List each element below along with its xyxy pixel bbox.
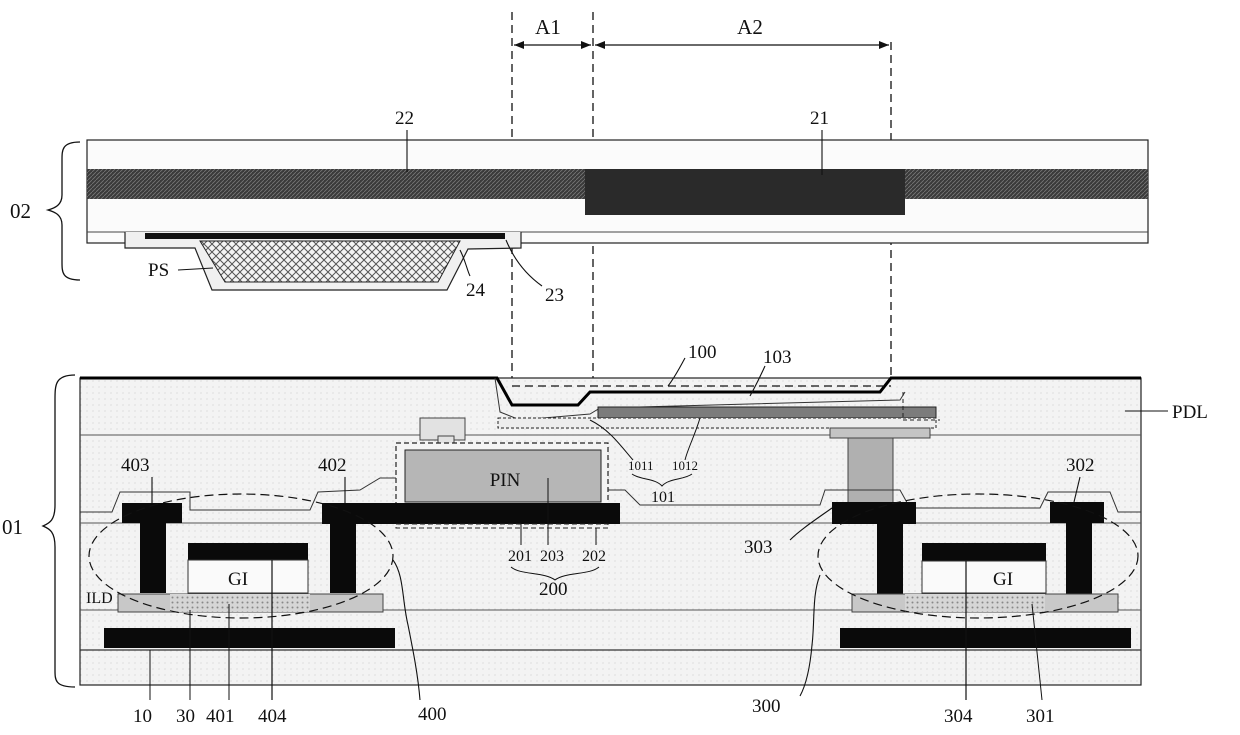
gate-left: [188, 543, 308, 560]
label-303: 303: [744, 537, 773, 558]
label-22: 22: [395, 108, 414, 129]
label-402: 402: [318, 455, 347, 476]
label-21: 21: [810, 108, 829, 129]
label-02: 02: [10, 199, 31, 223]
gate-right: [922, 543, 1046, 561]
label-304: 304: [944, 706, 973, 727]
label-pin: PIN: [490, 470, 521, 491]
label-10: 10: [133, 706, 152, 727]
shield-left: [104, 628, 395, 648]
label-403: 403: [121, 455, 150, 476]
region-a2-label: A2: [737, 15, 763, 39]
label-1012: 1012: [672, 458, 698, 473]
label-ps: PS: [148, 260, 169, 281]
label-01: 01: [2, 515, 23, 539]
black-matrix-22: [87, 169, 585, 199]
layer-1012: [598, 407, 936, 418]
label-103: 103: [763, 347, 792, 368]
label-203: 203: [540, 548, 564, 565]
black-matrix-22-right: [905, 169, 1148, 199]
label-400: 400: [418, 704, 447, 725]
label-301: 301: [1026, 706, 1055, 727]
layer-1011: [498, 418, 936, 428]
label-101: 101: [651, 489, 675, 506]
label-300: 300: [752, 696, 781, 717]
label-24: 24: [466, 280, 486, 301]
label-200: 200: [539, 579, 568, 600]
label-401: 401: [206, 706, 235, 727]
region-a1-label: A1: [535, 15, 561, 39]
label-pdl: PDL: [1172, 402, 1208, 423]
label-1011: 1011: [628, 458, 654, 473]
color-filter-21: [585, 169, 905, 215]
label-ild: ILD: [86, 590, 113, 607]
label-gi-left: GI: [228, 569, 248, 590]
lower-substrate: PIN GI GI 01: [2, 375, 1141, 687]
label-23: 23: [545, 285, 564, 306]
photo-spacer-ps: [200, 241, 460, 282]
label-201: 201: [508, 548, 532, 565]
label-302: 302: [1066, 455, 1095, 476]
upper-substrate: 02 22 21 PS 24 23: [10, 108, 1148, 306]
label-100: 100: [688, 342, 717, 363]
label-404: 404: [258, 706, 287, 727]
shield-right: [840, 628, 1131, 648]
label-30: 30: [176, 706, 195, 727]
label-202: 202: [582, 548, 606, 565]
spacer-electrode-23: [145, 233, 505, 239]
label-gi-right: GI: [993, 569, 1013, 590]
